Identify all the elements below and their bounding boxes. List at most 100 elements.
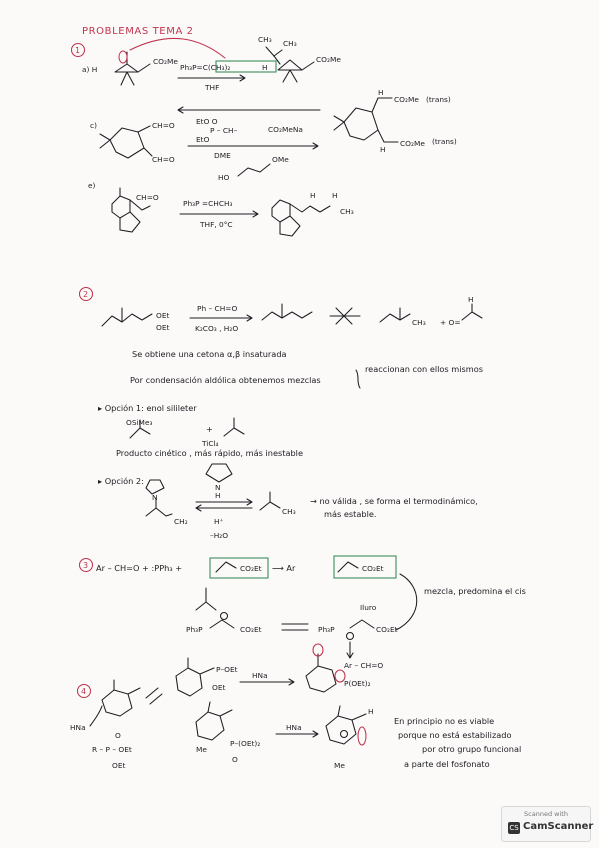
p2-note-1: Se obtiene una cetona α,β insaturada xyxy=(132,349,287,359)
p2-enone-product xyxy=(261,303,313,321)
p2-ch3-b: CH₃ xyxy=(282,507,296,516)
p2-ch2: CH₂ xyxy=(174,517,188,526)
p4-bond-arrows xyxy=(145,687,163,705)
p2-pyrrolidine-n: N xyxy=(215,483,221,492)
p1c-trans-bottom: (trans) xyxy=(432,137,457,146)
p3-acrylate xyxy=(215,561,237,573)
p4-phosphonate-oet: OEt xyxy=(112,761,125,770)
p2-option-1: ▸ Opción 1: enol silileter xyxy=(98,403,197,413)
p2-option-1-note: Producto cinético , más rápido, más ines… xyxy=(116,448,303,458)
p4-cyclic-ketone-2 xyxy=(175,657,215,697)
p2-equilibrium-top xyxy=(195,498,253,506)
p2-phosphonate-ketone xyxy=(101,307,153,327)
p2-option-2-note-2: más estable. xyxy=(324,509,377,519)
p1e-ch3: CH₃ xyxy=(340,207,354,216)
p3-equation-left: Ar – CH=O + :PPh₃ + xyxy=(96,563,182,573)
p4-poet3: P–(OEt)₂ xyxy=(230,739,260,748)
p1a-methyl-2: CH₃ xyxy=(283,39,297,48)
p1e-label: e) xyxy=(88,181,96,190)
page-title: PROBLEMAS TEMA 2 xyxy=(82,26,194,37)
p4-o-bottom: O xyxy=(232,755,238,764)
p1a-solvent: THF xyxy=(204,83,219,92)
p4-hna-arrow xyxy=(89,705,103,727)
p1a-aldehyde-cyclopropane xyxy=(114,50,151,86)
p1e-conditions: THF, 0°C xyxy=(199,220,233,229)
p2-equilibrium-bottom xyxy=(195,504,253,512)
p1e-bicyclic-aldehyde xyxy=(111,187,151,233)
p1a-reagent-box xyxy=(215,60,277,73)
p4-hna-left: HNa xyxy=(70,723,86,732)
camscanner-badge: Scanned with CS CamScanner xyxy=(501,806,594,842)
p1c-ester-top: CO₂Me xyxy=(394,95,419,104)
p1c-phosphonate-top: EtO O xyxy=(196,117,218,126)
problem-3-circle xyxy=(78,557,94,573)
p1c-cho-top: CH=O xyxy=(152,121,175,130)
p4-oet-1: P–OEt xyxy=(216,665,238,674)
p3-minus-charge-2 xyxy=(345,631,355,641)
p3-ylide-chain xyxy=(349,619,375,629)
p4-oet-2: OEt xyxy=(212,683,225,692)
p2-pyrrolidine xyxy=(205,463,233,483)
p4-h: H xyxy=(368,707,374,716)
p2-aldehyde xyxy=(461,303,483,321)
p1c-anion: CO₂MeNa xyxy=(268,125,303,134)
p4-cyclic-ketone-1 xyxy=(101,679,141,717)
p3-product xyxy=(337,561,359,573)
p1a-h: H xyxy=(262,63,268,72)
p1c-h-top: H xyxy=(378,88,384,97)
p4-note-1: En principio no es viable xyxy=(394,716,494,726)
p1c-solvent: DME xyxy=(214,151,231,160)
p3-co2et-4: CO₂Et xyxy=(376,625,398,634)
p4-enolate xyxy=(305,643,346,693)
camscanner-badge-line-2: CamScanner xyxy=(523,821,594,832)
p3-arrow-down xyxy=(346,641,354,659)
p2-ticl4: TiCl₄ xyxy=(201,439,219,448)
p3-co2et-1: CO₂Et xyxy=(240,564,262,573)
p2-silyl-enol-ether xyxy=(129,419,151,439)
p3-note: mezcla, predomina el cis xyxy=(424,586,526,596)
p2-enamine-n: N xyxy=(152,493,158,502)
p1c-arrow xyxy=(187,142,319,150)
p4-arrow-1 xyxy=(239,678,295,686)
p2-note-2: Por condensación aldólica obtenemos mezc… xyxy=(130,375,321,385)
p4-arrow-2 xyxy=(275,730,319,738)
p2-option-1-plus: + xyxy=(206,424,213,434)
p2-brace xyxy=(355,369,361,389)
p4-me-1: Me xyxy=(196,745,207,754)
p1a-methyl-1: CH₃ xyxy=(258,35,272,44)
p1a-reagent: Ph₃P=C(CH₃)₂ xyxy=(180,63,230,72)
p4-note-3: por otro grupo funcional xyxy=(422,744,521,754)
p3-curved-arrow xyxy=(395,573,418,631)
p1e-arrow xyxy=(179,210,259,218)
p4-poet2: P(OEt)₂ xyxy=(344,679,371,688)
p1c-label: c) xyxy=(90,121,97,130)
p3-co2et-2: CO₂Et xyxy=(362,564,384,573)
p3-minus-charge-1 xyxy=(219,611,229,621)
p1c-phosphonate-mid: P – CH– xyxy=(210,126,238,135)
p1e-reagent: Ph₃P =CHCH₃ xyxy=(183,199,233,208)
p3-ylid: Iluro xyxy=(360,603,377,612)
p1a-ester-right: CO₂Me xyxy=(316,55,341,64)
p1c-ether-chain xyxy=(237,163,271,177)
p1c-phosphonate-bottom: EtO xyxy=(196,135,210,144)
p1c-hoo: HO xyxy=(218,173,230,182)
problem-1-number: 1 xyxy=(75,46,80,55)
p4-phosphonate: R – P – OEt xyxy=(92,745,132,754)
p2-h: H xyxy=(468,295,474,304)
problem-2-number: 2 xyxy=(83,290,88,299)
p4-cyclic-ketone-3 xyxy=(195,701,233,741)
p2-hplus: H⁺ xyxy=(214,517,224,526)
p2-ch3: CH₃ xyxy=(412,318,426,327)
p1e-product xyxy=(271,199,331,237)
p4-hna-1: HNa xyxy=(252,671,268,680)
p3-acrylate-box xyxy=(209,557,269,579)
p4-me-2: Me xyxy=(334,761,345,770)
camscanner-logo-icon: CS xyxy=(508,822,520,834)
p2-pyrrolidine-h: H xyxy=(215,491,221,500)
p2-reagent: Ph – CH=O xyxy=(197,304,237,313)
p2-ketone xyxy=(379,307,411,323)
p3-ph3p-2: Ph₃P xyxy=(318,625,335,634)
p1e-h-2: H xyxy=(332,191,338,200)
p3-ar-cho: Ar – CH=O xyxy=(344,661,383,670)
